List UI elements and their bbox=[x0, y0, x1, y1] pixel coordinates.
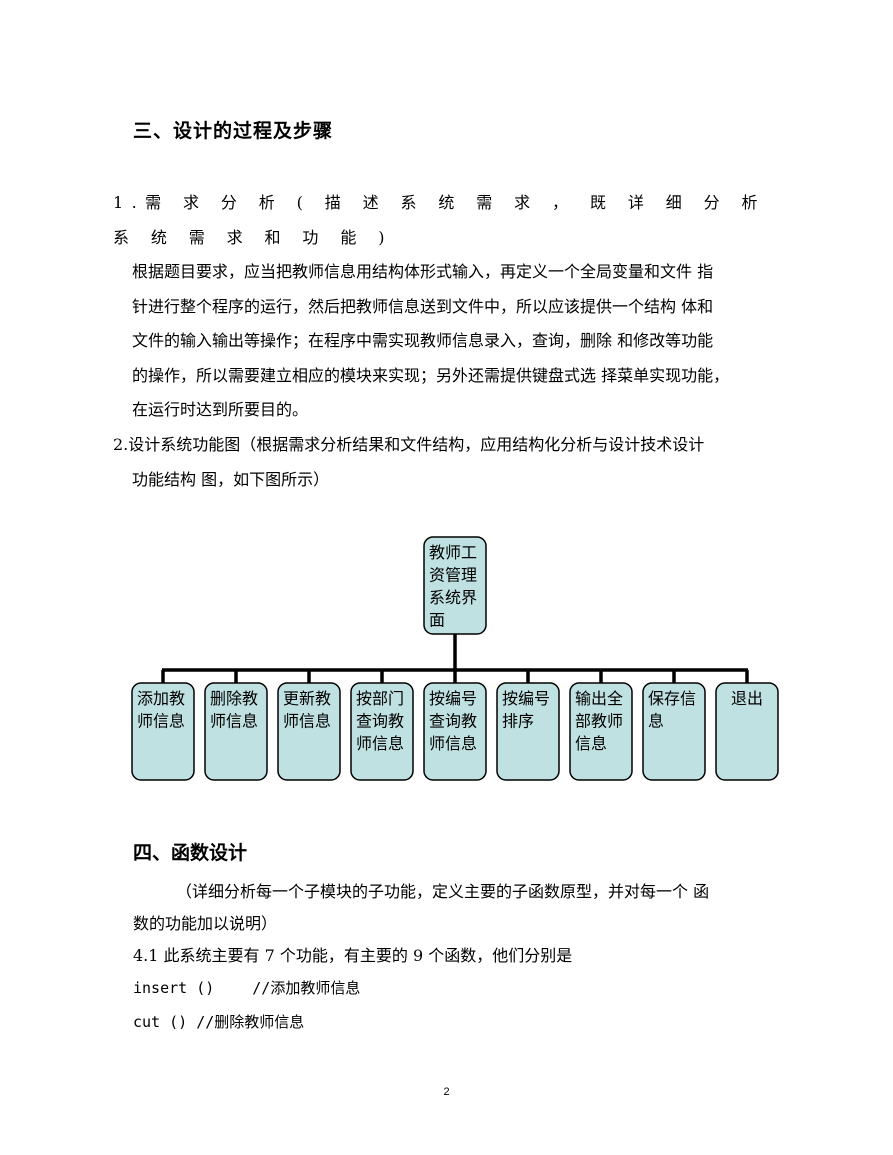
diagram-module-label: 保存信 bbox=[648, 689, 696, 708]
diagram-root-label: 教师工 bbox=[429, 543, 477, 562]
diagram-module-label: 更新教 bbox=[283, 689, 331, 708]
function-diagram-description: 2.设计系统功能图（根据需求分析结果和文件结构，应用结构化分析与设计技术设计 功… bbox=[113, 428, 773, 497]
diagram-module-box bbox=[204, 682, 268, 781]
intro-line: （详细分析每一个子模块的子功能，定义主要的子函数原型，并对每一个 函 bbox=[176, 882, 710, 901]
diagram-module-label: 删除教 bbox=[210, 689, 258, 708]
diagram-module-label: 师信息 bbox=[429, 734, 477, 753]
diagram-module-label: 输出全 bbox=[575, 689, 623, 708]
diagram-module-box bbox=[131, 682, 195, 781]
diagram-module-label: 按编号 bbox=[502, 689, 550, 708]
diagram-module-box bbox=[350, 682, 414, 781]
code-signature: cut () bbox=[133, 1013, 197, 1031]
diagram-module-box bbox=[423, 682, 487, 781]
section-4-title: 四、函数设计 bbox=[133, 842, 248, 864]
requirements-analysis: 1.需 求 分 析 ( 描 述 系 统 需 求 ， 既 详 细 分 析 系 统 … bbox=[113, 186, 773, 428]
code-signature: insert () bbox=[133, 979, 215, 997]
section-4-intro: （详细分析每一个子模块的子功能，定义主要的子函数原型，并对每一个 函 数的功能加… bbox=[133, 876, 773, 940]
requirements-line: 文件的输入输出等操作；在程序中需实现教师信息录入，查询，删除 和修改等功能 bbox=[132, 331, 714, 350]
code-comment: //添加教师信息 bbox=[252, 979, 361, 997]
diagram-module-box bbox=[277, 682, 341, 781]
code-line-insert: insert () //添加教师信息 bbox=[133, 972, 773, 1004]
diagram-module-box bbox=[569, 682, 633, 781]
diagram-module-label: 部教师 bbox=[575, 712, 623, 731]
diagram-module-box bbox=[642, 682, 706, 781]
requirements-heading: 1.需 求 分 析 ( 描 述 系 统 需 求 ， 既 详 细 分 析 系 统 … bbox=[113, 193, 766, 247]
diagram-module-label: 师信息 bbox=[283, 712, 331, 731]
diagram-module-label: 退出 bbox=[731, 689, 763, 708]
diagram-module-label: 师信息 bbox=[356, 734, 404, 753]
diagram-module-label: 排序 bbox=[502, 712, 534, 731]
diagram-root-label: 系统界 bbox=[429, 588, 477, 607]
diagram-module-label: 查询教 bbox=[356, 712, 404, 731]
diagram-module-label: 按部门 bbox=[356, 689, 404, 708]
diagram-module-label: 师信息 bbox=[210, 712, 258, 731]
diagram-module-label: 信息 bbox=[575, 734, 607, 753]
diagram-module-label: 查询教 bbox=[429, 712, 477, 731]
diagram-module-box bbox=[496, 682, 560, 781]
code-comment: //删除教师信息 bbox=[196, 1013, 305, 1031]
diagram-root-label: 面 bbox=[429, 611, 445, 630]
requirements-line: 在运行时达到所要目的。 bbox=[132, 400, 309, 419]
diagram-module-box bbox=[715, 682, 779, 781]
code-line-cut: cut () //删除教师信息 bbox=[133, 1006, 773, 1038]
diagram-heading-line: 功能结构 图，如下图所示） bbox=[132, 469, 330, 489]
diagram-module-label: 息 bbox=[648, 712, 664, 731]
intro-line: 数的功能加以说明） bbox=[133, 914, 278, 933]
requirements-line: 的操作，所以需要建立相应的模块来实现；另外还需提供键盘式选 择菜单实现功能， bbox=[132, 365, 730, 385]
diagram-module-label: 按编号 bbox=[429, 689, 477, 708]
section-3-title: 三、设计的过程及步骤 bbox=[133, 120, 334, 142]
page-number: 2 bbox=[443, 1086, 450, 1098]
functions-summary: 4.1 此系统主要有 7 个功能，有主要的 9 个函数，他们分别是 bbox=[133, 946, 573, 965]
diagram-heading: 2.设计系统功能图（根据需求分析结果和文件结构，应用结构化分析与设计技术设计 bbox=[113, 435, 705, 454]
diagram-root-label: 资管理 bbox=[429, 566, 477, 585]
diagram-module-label: 师信息 bbox=[137, 712, 185, 731]
diagram-module-label: 添加教 bbox=[137, 689, 185, 708]
requirements-line: 针进行整个程序的运行，然后把教师信息送到文件中，所以应该提供一个结构 体和 bbox=[132, 296, 714, 316]
requirements-line: 根据题目要求，应当把教师信息用结构体形式输入，再定义一个全局变量和文件 指 bbox=[132, 262, 714, 281]
